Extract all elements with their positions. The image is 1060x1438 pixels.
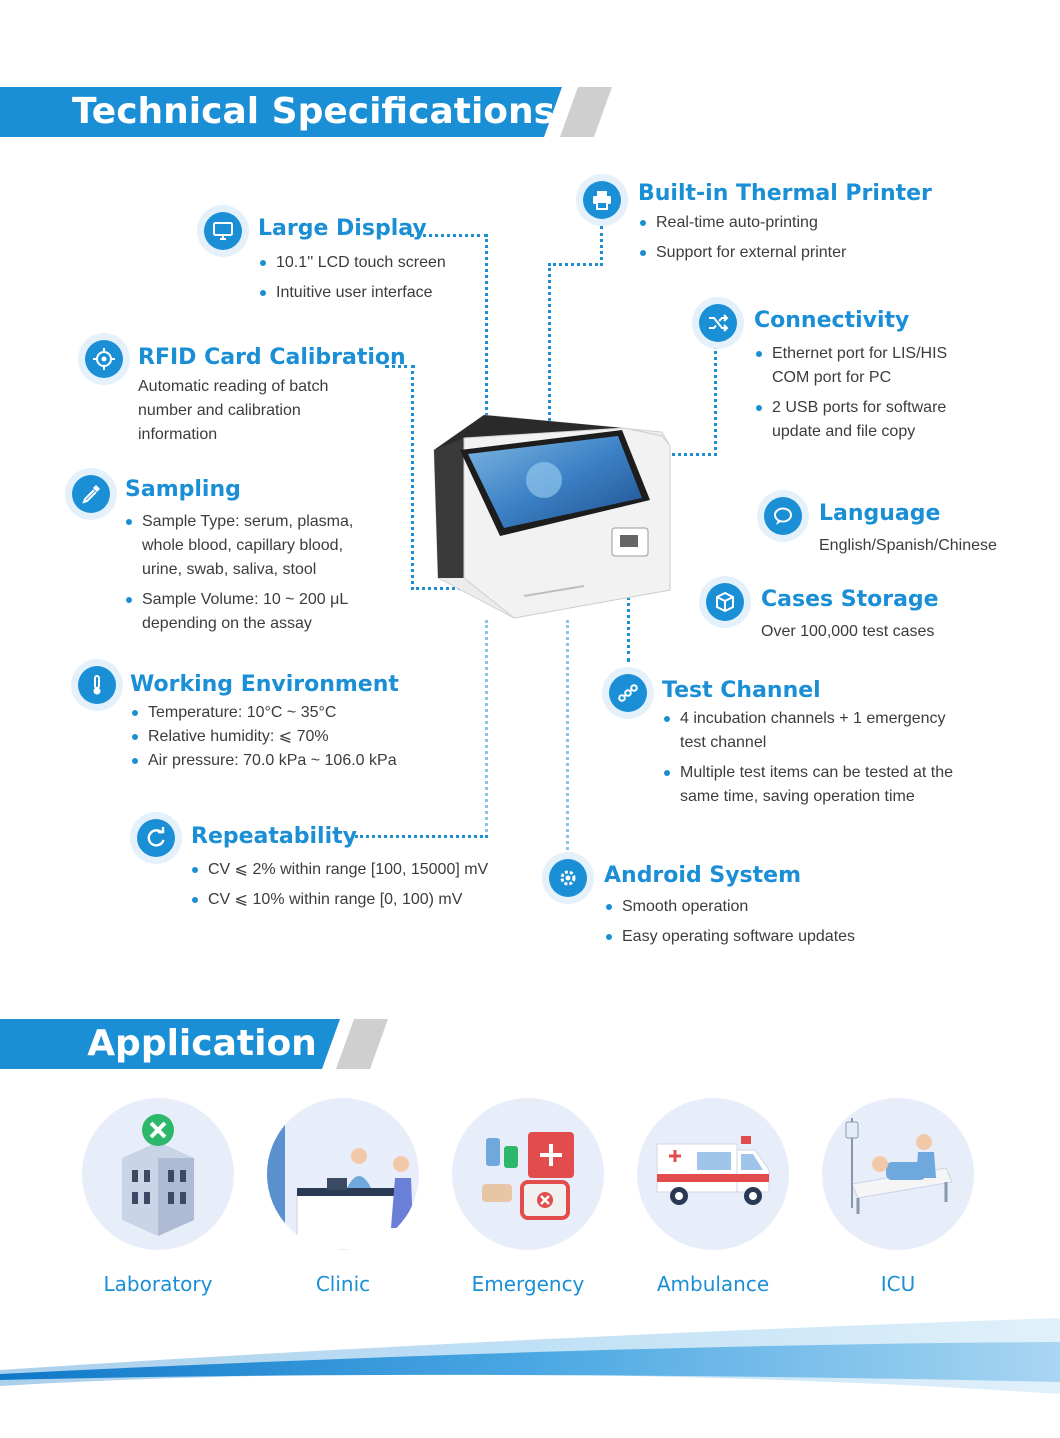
feature-title: Cases Storage [761,587,939,612]
feature-bullet: Ethernet port for LIS/HIS COM port for P… [754,342,974,390]
feature-bullet: Intuitive user interface [258,281,488,305]
feature-description: English/Spanish/Chinese [819,537,997,554]
decorative-wave [0,1318,1060,1394]
application-item-ambulance: Ambulance [637,1098,789,1296]
application-title: Application [87,1023,317,1064]
application-item-icu: ICU [822,1098,974,1296]
feature-bullet: Temperature: 10°C ~ 35°C [130,701,420,725]
feature-title: Test Channel [662,678,821,703]
feature-title: Working Environment [130,672,399,697]
feature-bullet: Relative humidity: ⩽ 70% [130,725,420,749]
feature-title: Android System [604,863,801,888]
connector-line [410,234,488,237]
application-label: Laboratory [103,1272,213,1296]
feature-bullet: 10.1'' LCD touch screen [258,251,488,275]
connector-line [548,263,551,433]
connector-line [485,620,488,838]
ambulance-icon [637,1098,789,1250]
connector-line [485,234,488,464]
application-label: Emergency [471,1272,585,1296]
connector-line [660,453,717,456]
feature-bullet: Support for external printer [638,241,918,265]
box-icon [699,576,751,628]
banner-slant-decoration [560,87,612,137]
feature-title: Language [819,501,941,526]
feature-bullet: Real-time auto-printing [638,211,918,235]
banner-slant-decoration [336,1019,388,1069]
connector-line [548,263,603,266]
dropper-icon [65,468,117,520]
connector-line [714,346,717,456]
tech-specs-title: Technical Specifications [72,91,556,132]
connector-line [411,365,414,590]
link-icon [602,667,654,719]
feature-description: Over 100,000 test cases [761,623,935,640]
feature-bullet: Easy operating software updates [604,925,904,949]
application-item-emergency: Emergency [452,1098,604,1296]
feature-bullet: CV ⩽ 10% within range [0, 100) mV [190,888,510,912]
target-icon [78,333,130,385]
feature-bullet: 2 USB ports for software update and file… [754,396,974,444]
feature-description: Automatic reading of batch number and ca… [138,378,329,443]
connector-line [566,620,569,850]
feature-bullet: Air pressure: 70.0 kPa ~ 106.0 kPa [130,749,420,773]
connector-line [600,226,603,266]
feature-title: Large Display [258,216,427,241]
tech-specs-banner: Technical Specifications [0,87,562,137]
feature-bullet: CV ⩽ 2% within range [100, 15000] mV [190,858,510,882]
feature-bullet: Multiple test items can be tested at the… [662,761,972,809]
hospital-bed-icon [822,1098,974,1250]
connector-line [385,365,415,368]
feature-bullet: Sample Type: serum, plasma, whole blood,… [124,510,369,582]
clinic-reception-icon [267,1098,419,1250]
feature-title: Connectivity [754,308,910,333]
feature-bullet: Smooth operation [604,895,904,919]
connector-line [627,560,630,662]
connector-line [355,835,488,838]
application-label: Clinic [315,1272,371,1296]
application-item-laboratory: Laboratory [82,1098,234,1296]
feature-bullet: 4 incubation channels + 1 emergency test… [662,707,972,755]
application-label: Ambulance [656,1272,770,1296]
gear-icon [542,852,594,904]
analyzer-device-illustration [433,414,671,619]
feature-title: Repeatability [191,824,357,849]
chat-icon [757,490,809,542]
application-item-clinic: Clinic [267,1098,419,1296]
application-label: ICU [880,1272,916,1296]
thermometer-icon [71,659,123,711]
application-banner: Application [0,1019,340,1069]
feature-title: RFID Card Calibration [138,345,406,370]
laboratory-building-icon [82,1098,234,1250]
monitor-icon [197,205,249,257]
refresh-icon [130,812,182,864]
feature-bullet: Sample Volume: 10 ~ 200 μL depending on … [124,588,369,636]
first-aid-kit-icon [452,1098,604,1250]
feature-title: Sampling [125,477,241,502]
printer-icon [576,174,628,226]
feature-title: Built-in Thermal Printer [638,181,932,206]
shuffle-icon [692,297,744,349]
